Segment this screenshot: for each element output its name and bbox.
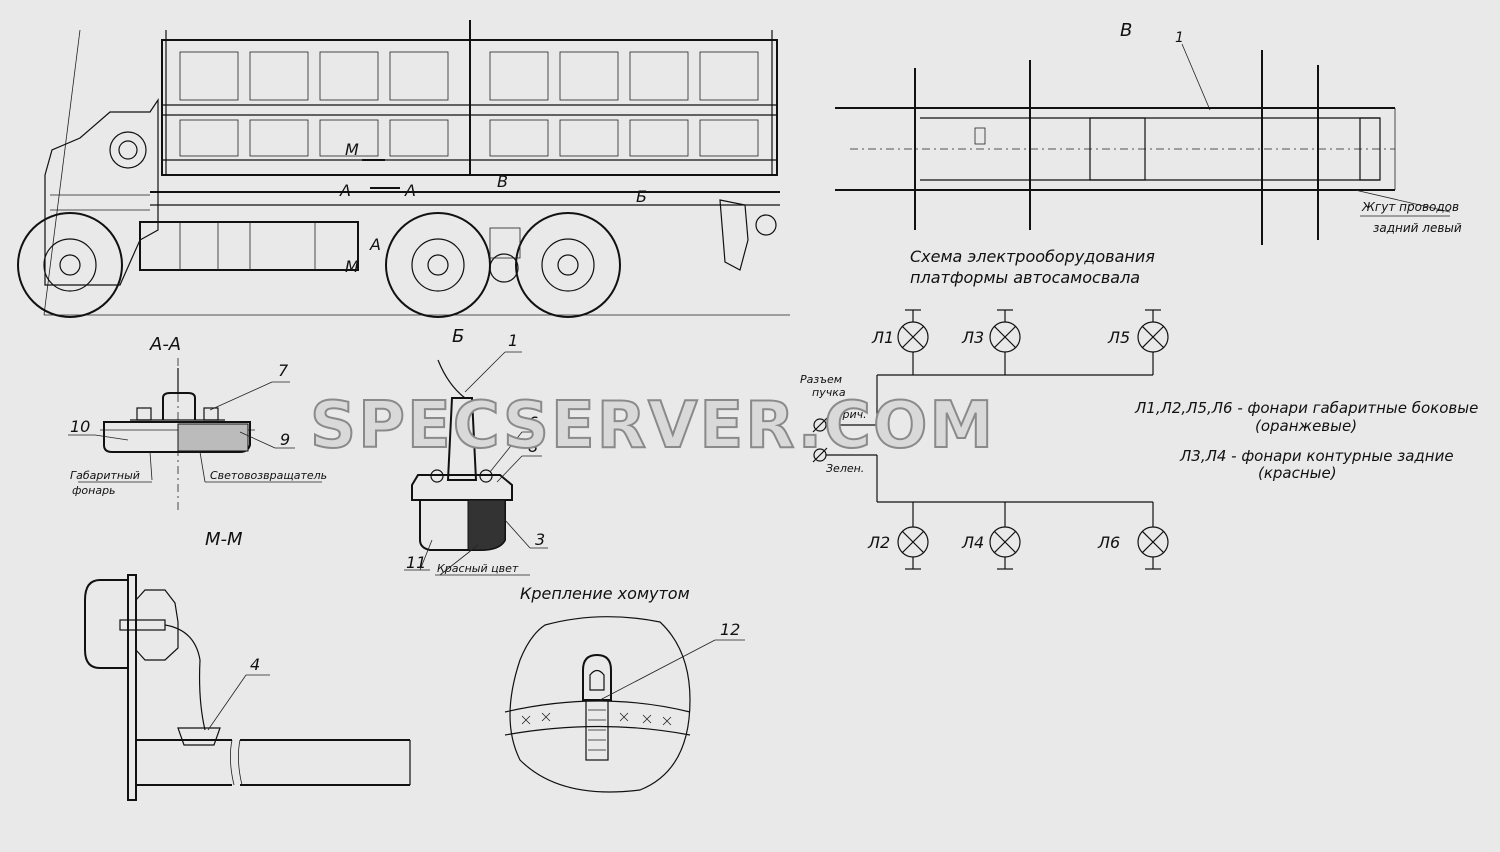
legend-1-line1: Л1,Л2,Л5,Л6 - фонари габаритные боковые	[1134, 399, 1478, 417]
view-b: Б 1 6 8 3 11 Красный цвет	[404, 326, 548, 576]
lamp-l3-label: Л3	[961, 328, 984, 347]
section-aa-title: А-А	[149, 334, 181, 355]
lamp-l6-label: Л6	[1097, 533, 1120, 552]
wire-brown-label: Корич.	[828, 408, 867, 421]
harness-label-line2: задний левый	[1373, 221, 1462, 235]
truck-side-view: М М А А А В Б	[17, 20, 790, 318]
aa-lamp-label-line1: Габаритный	[70, 469, 140, 482]
lamp-l5-label: Л5	[1107, 328, 1130, 347]
legend-2-line1: Л3,Л4 - фонари контурные задние	[1179, 447, 1454, 465]
view-b-callout-1: 1	[508, 331, 518, 350]
section-aa-callout-9: 9	[280, 430, 290, 449]
lamp-l3: Л3	[961, 309, 1021, 375]
lamp-l5: Л5	[1107, 309, 1169, 375]
section-aa-callout-10: 10	[70, 417, 90, 436]
section-aa-callout-7: 7	[278, 361, 289, 380]
connector-label-line2: пучка	[812, 386, 846, 399]
section-mark-a-left: А	[339, 181, 351, 200]
lamp-l1: Л1	[871, 309, 929, 375]
section-mm-title: М-М	[205, 529, 243, 550]
watermark-text: SPECSERVER.COM	[310, 389, 995, 463]
section-mark-a-right: А	[404, 181, 416, 200]
view-v-label: В	[1120, 20, 1132, 41]
view-v-callout-1: 1	[1175, 30, 1184, 46]
section-mark-m-top: М	[345, 140, 359, 159]
schema-title-line1: Схема электрооборудования	[910, 247, 1155, 266]
electrical-schema: Разъем пучка Корич. Зелен. Л1 Л3 Л5	[800, 309, 1478, 570]
section-mark-m-bottom: М	[345, 257, 359, 276]
lamp-l2: Л2	[867, 502, 929, 570]
section-aa: А-А 7 10 9 Габаритный фонарь Световозвра…	[68, 334, 327, 510]
aa-reflector-label: Световозвращатель	[210, 469, 327, 482]
lamp-l4-label: Л4	[961, 533, 984, 552]
legend-1-line2: (оранжевые)	[1255, 417, 1357, 435]
section-mm: М-М 4	[84, 529, 411, 801]
view-b-title: Б	[452, 326, 464, 347]
clamp-detail: Крепление хомутом 12	[504, 584, 745, 793]
view-b-callout-6: 6	[528, 413, 538, 432]
section-mm-callout-4: 4	[250, 655, 260, 674]
section-mark-a-lower: А	[369, 235, 381, 254]
lamp-l4: Л4	[961, 502, 1021, 570]
wire-green-label: Зелен.	[826, 462, 864, 475]
lamp-l1-label: Л1	[871, 328, 894, 347]
view-b-color-label: Красный цвет	[437, 562, 519, 575]
section-mark-b: Б	[636, 187, 647, 206]
harness-label-line1: Жгут проводов	[1361, 200, 1459, 214]
lamp-l6: Л6	[1097, 502, 1169, 570]
lamp-l2-label: Л2	[867, 533, 890, 552]
aa-lamp-label-line2: фонарь	[72, 484, 116, 497]
clamp-title: Крепление хомутом	[520, 584, 690, 603]
chassis-top-view: В 1 Жгут проводов задний левый Схема эле…	[835, 20, 1462, 287]
clamp-callout-12: 12	[720, 620, 740, 639]
connector-label-line1: Разъем	[800, 373, 842, 386]
view-b-callout-8: 8	[528, 437, 538, 456]
view-b-callout-3: 3	[535, 530, 545, 549]
schema-title-line2: платформы автосамосвала	[910, 268, 1140, 287]
legend-2-line2: (красные)	[1258, 464, 1337, 482]
section-mark-v: В	[497, 172, 508, 191]
